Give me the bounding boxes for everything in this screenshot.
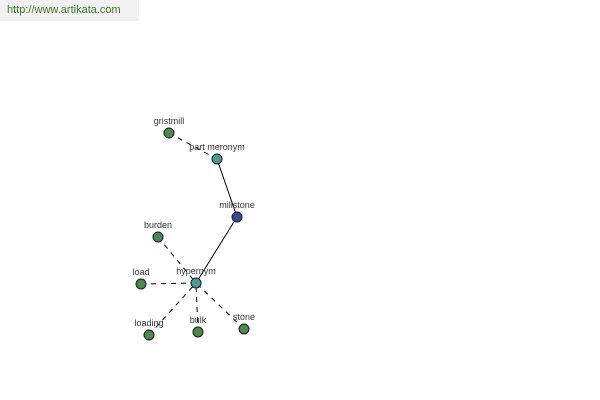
node-burden[interactable]: burden: [144, 220, 172, 243]
url-banner: http://www.artikata.com: [0, 0, 139, 21]
edge-loading-hypernym: [148, 282, 197, 336]
node-label-part-meronym: part meronym: [189, 142, 245, 152]
node-millstone[interactable]: millstone: [219, 200, 255, 223]
edge-bulk-hypernym: [195, 282, 199, 333]
edge-part-meronym-millstone: [216, 158, 238, 218]
node-circle-bulk[interactable]: [192, 326, 204, 338]
node-stone[interactable]: stone: [233, 312, 255, 335]
edge-millstone-hypernym: [195, 216, 238, 284]
node-circle-loading[interactable]: [143, 329, 155, 341]
node-loading[interactable]: loading: [134, 318, 164, 341]
site-url-link[interactable]: http://www.artikata.com: [7, 4, 121, 16]
node-label-burden: burden: [144, 220, 172, 230]
edge-load-hypernym: [140, 282, 197, 285]
node-circle-load[interactable]: [135, 278, 147, 290]
edge-burden-hypernym: [157, 236, 197, 284]
node-part-meronym[interactable]: part meronym: [189, 142, 245, 165]
node-circle-part-meronym[interactable]: [211, 153, 223, 165]
node-circle-gristmill[interactable]: [163, 127, 175, 139]
node-label-bulk: bulk: [190, 315, 207, 325]
node-label-stone: stone: [233, 312, 255, 322]
node-bulk[interactable]: bulk: [190, 315, 207, 338]
node-label-hypernym: hypernym: [176, 266, 216, 276]
node-label-loading: loading: [134, 318, 163, 328]
node-hypernym[interactable]: hypernym: [176, 266, 216, 289]
nodes-layer: gristmill part meronym millstone burden load…: [132, 116, 255, 341]
edge-stone-hypernym: [195, 282, 245, 330]
node-gristmill[interactable]: gristmill: [154, 116, 185, 139]
node-circle-burden[interactable]: [152, 231, 164, 243]
node-circle-stone[interactable]: [238, 323, 250, 335]
node-label-load: load: [132, 267, 149, 277]
node-label-millstone: millstone: [219, 200, 255, 210]
node-label-gristmill: gristmill: [154, 116, 185, 126]
node-circle-hypernym[interactable]: [190, 277, 202, 289]
node-load[interactable]: load: [132, 267, 150, 290]
node-circle-millstone[interactable]: [231, 211, 243, 223]
edges-layer: [140, 132, 245, 336]
